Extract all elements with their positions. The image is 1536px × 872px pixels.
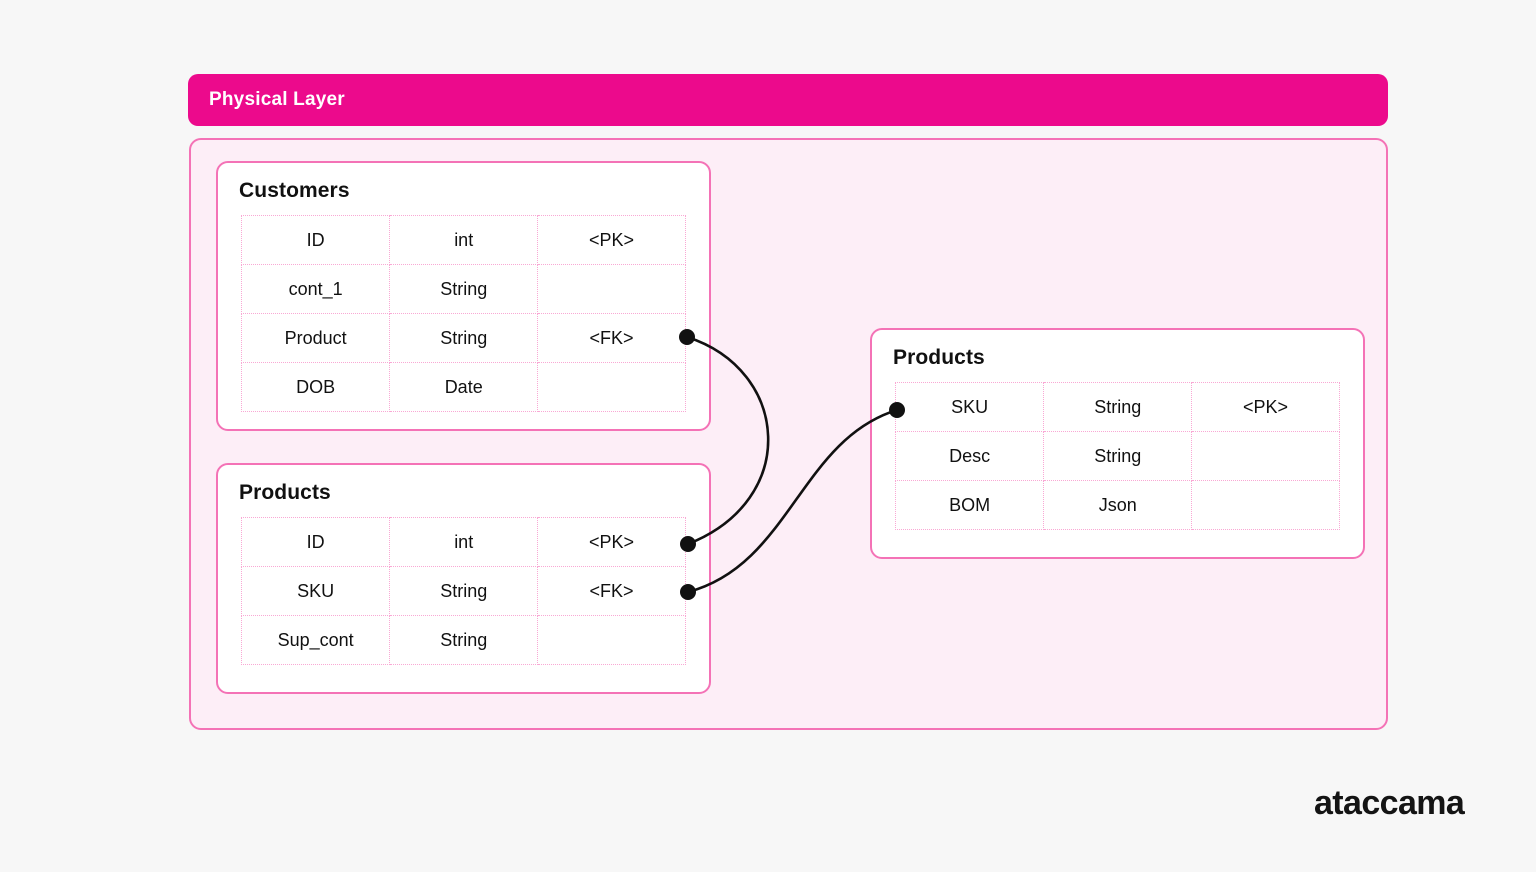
attribute-name: SKU	[894, 382, 1045, 432]
attribute-type: Json	[1043, 480, 1193, 530]
attribute-key: <FK>	[537, 566, 686, 616]
attribute-row[interactable]: SKU String <PK>	[894, 382, 1340, 432]
attribute-grid-products-right: SKU String <PK> Desc String BOM Json	[894, 382, 1340, 530]
layer-title: Physical Layer	[209, 89, 345, 110]
attribute-key: <PK>	[537, 215, 686, 265]
attribute-type: String	[389, 313, 539, 363]
attribute-key: <PK>	[1191, 382, 1340, 432]
attribute-type: String	[389, 264, 539, 314]
attribute-name: Sup_cont	[240, 615, 391, 665]
attribute-type: String	[389, 615, 539, 665]
attribute-name: Desc	[894, 431, 1045, 481]
entity-card-products-left[interactable]: Products ID int <PK> SKU String <FK> Sup…	[216, 463, 711, 694]
attribute-key	[537, 362, 686, 412]
entity-title-customers: Customers	[239, 179, 350, 202]
ataccama-logo: ataccama	[1314, 784, 1465, 822]
attribute-key: <PK>	[537, 517, 686, 567]
attribute-key	[537, 615, 686, 665]
attribute-name: cont_1	[240, 264, 391, 314]
attribute-name: ID	[240, 215, 391, 265]
attribute-row[interactable]: Desc String	[894, 431, 1340, 481]
attribute-type: Date	[389, 362, 539, 412]
attribute-name: Product	[240, 313, 391, 363]
attribute-key	[1191, 431, 1340, 481]
entity-card-customers[interactable]: Customers ID int <PK> cont_1 String Prod…	[216, 161, 711, 431]
attribute-row[interactable]: ID int <PK>	[240, 215, 686, 265]
attribute-key: <FK>	[537, 313, 686, 363]
attribute-grid-customers: ID int <PK> cont_1 String Product String…	[240, 215, 686, 412]
attribute-type: String	[1043, 431, 1193, 481]
attribute-row[interactable]: Sup_cont String	[240, 615, 686, 665]
attribute-name: BOM	[894, 480, 1045, 530]
entity-title-products-left: Products	[239, 481, 331, 504]
attribute-name: SKU	[240, 566, 391, 616]
attribute-name: DOB	[240, 362, 391, 412]
attribute-row[interactable]: ID int <PK>	[240, 517, 686, 567]
attribute-key	[1191, 480, 1340, 530]
attribute-row[interactable]: DOB Date	[240, 362, 686, 412]
entity-card-products-right[interactable]: Products SKU String <PK> Desc String BOM…	[870, 328, 1365, 559]
attribute-type: int	[389, 517, 539, 567]
attribute-type: String	[389, 566, 539, 616]
attribute-row[interactable]: SKU String <FK>	[240, 566, 686, 616]
physical-layer-header: Physical Layer	[188, 74, 1388, 126]
attribute-key	[537, 264, 686, 314]
attribute-row[interactable]: BOM Json	[894, 480, 1340, 530]
attribute-grid-products-left: ID int <PK> SKU String <FK> Sup_cont Str…	[240, 517, 686, 665]
attribute-row[interactable]: Product String <FK>	[240, 313, 686, 363]
entity-title-products-right: Products	[893, 346, 985, 369]
attribute-name: ID	[240, 517, 391, 567]
attribute-type: String	[1043, 382, 1193, 432]
attribute-row[interactable]: cont_1 String	[240, 264, 686, 314]
attribute-type: int	[389, 215, 539, 265]
